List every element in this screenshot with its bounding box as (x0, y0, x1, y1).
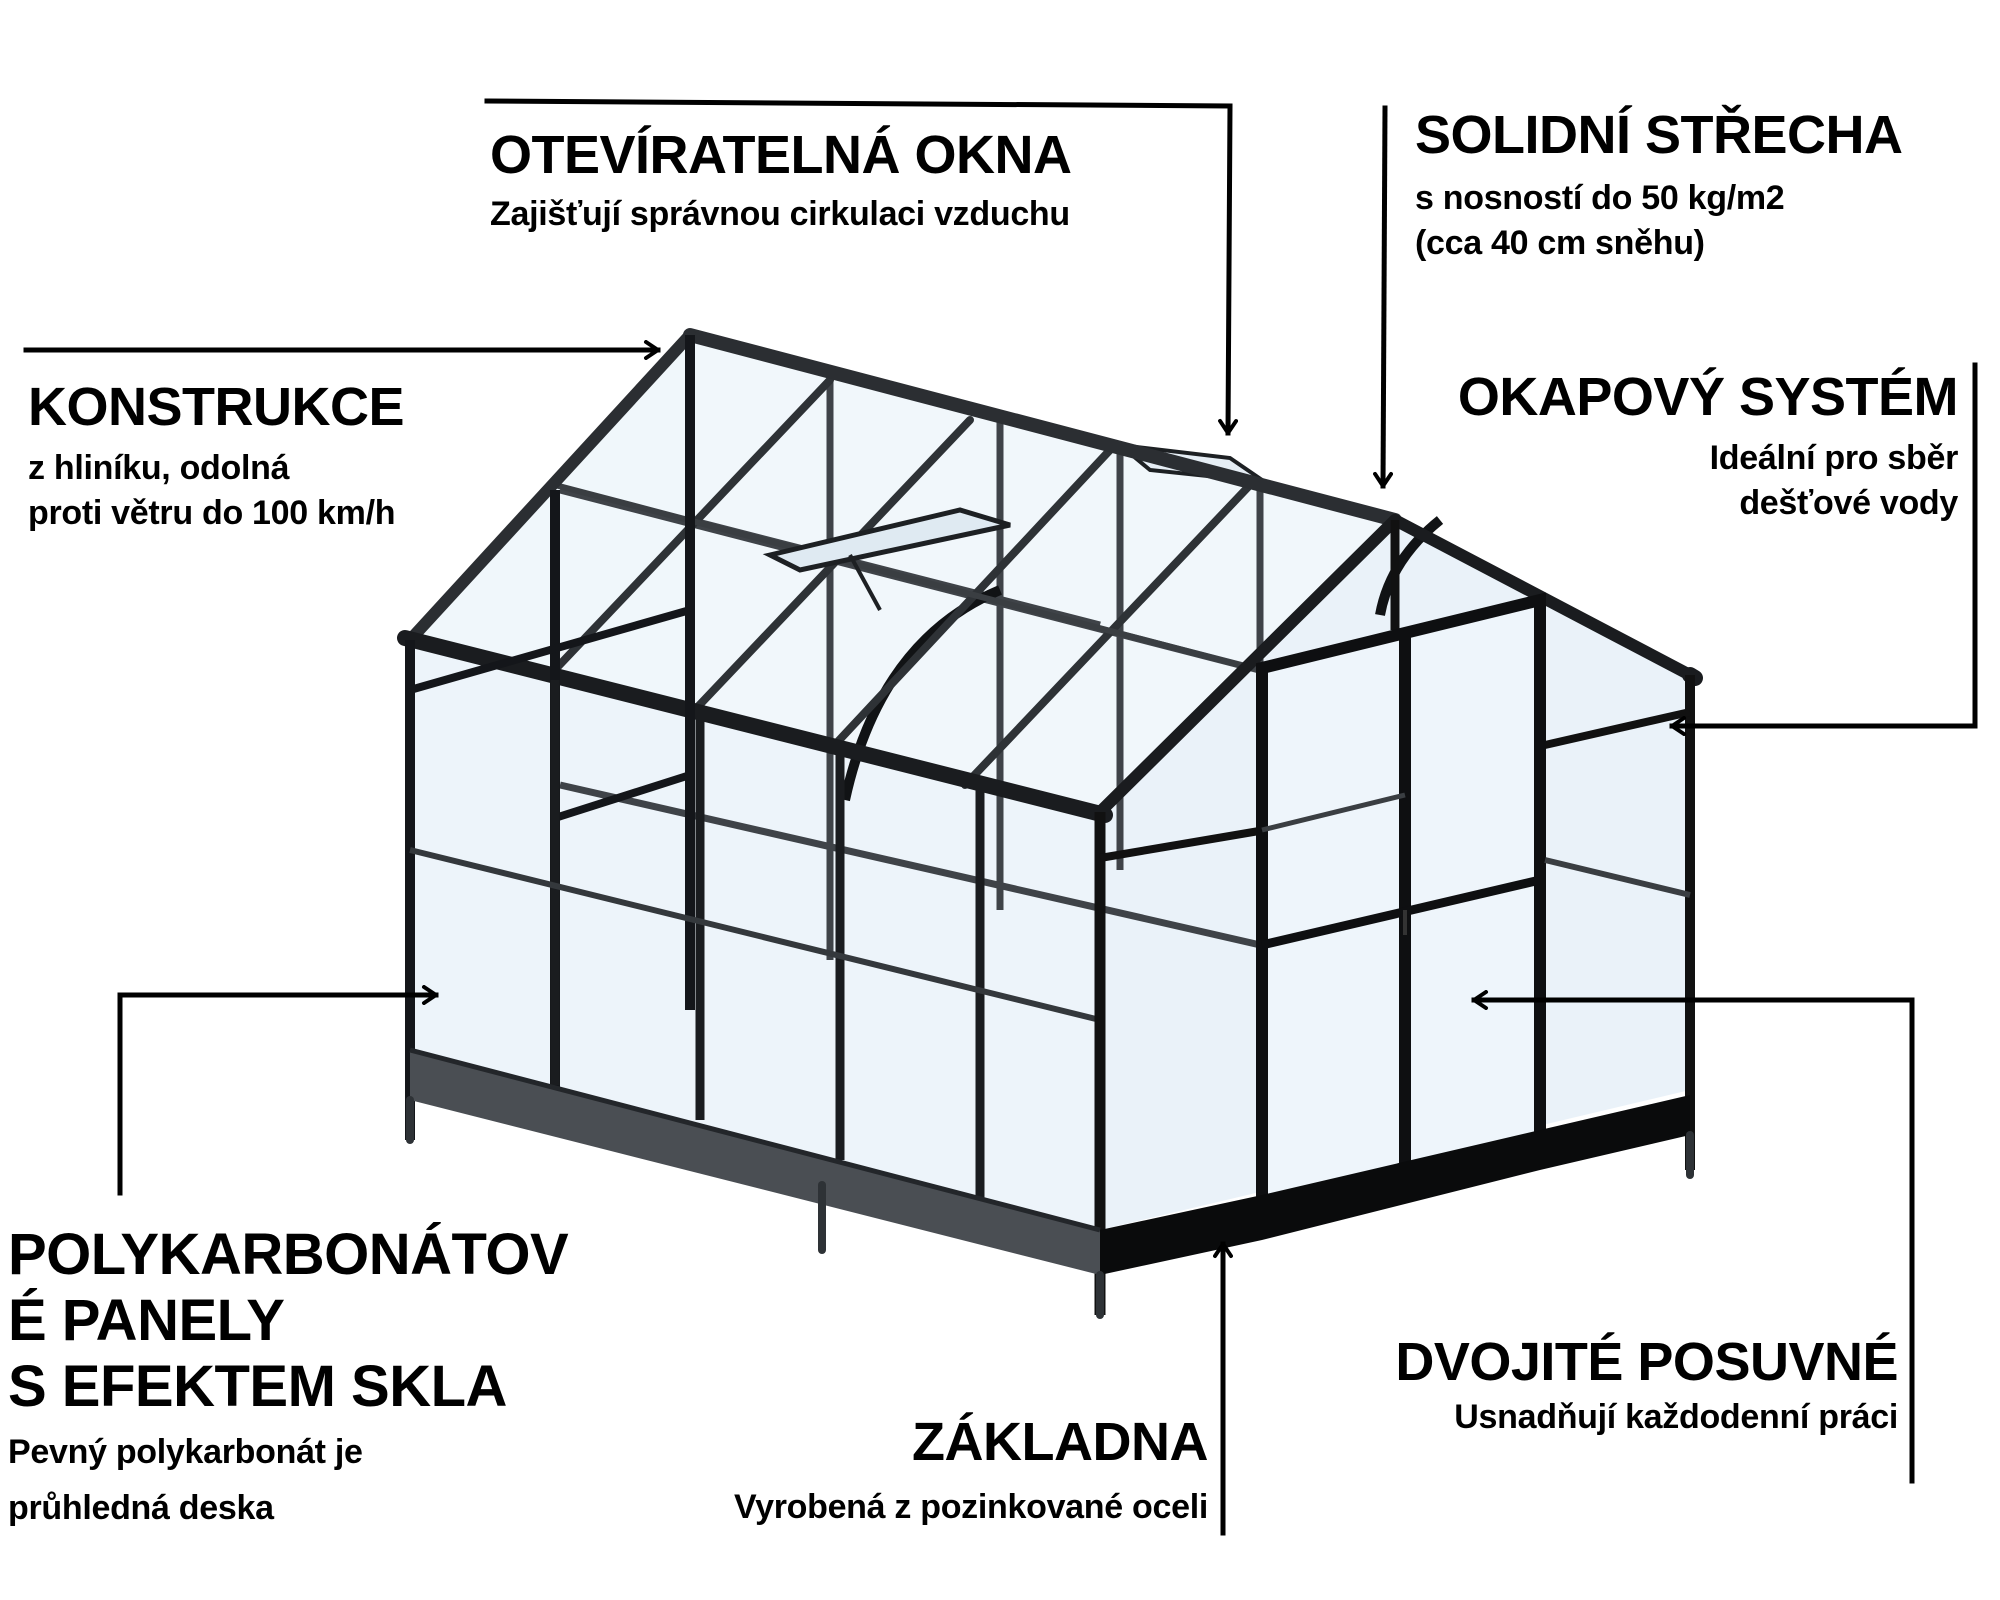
ground-anchors (406, 1096, 1694, 1319)
callout-gutter-desc-2: dešťové vody (1739, 483, 1958, 522)
leader-windows (484, 98, 1239, 436)
callout-doors-title: DVOJITÉ POSUVNÉ (1395, 1332, 1898, 1392)
callout-gutter-desc-1: Ideální pro sběr (1709, 439, 1959, 477)
callout-roof: SOLIDNÍ STŘECHA s nosností do 50 kg/m2 (… (1415, 108, 1903, 266)
gutter-front (397, 630, 1113, 823)
leader-doors (1471, 990, 1915, 1484)
callout-construction-title: KONSTRUKCE (28, 377, 405, 437)
callout-panels-desc-2: průhledná deska (8, 1489, 274, 1527)
callout-panels-title-1: POLYKARBONÁTOV (8, 1222, 569, 1287)
callout-base: ZÁKLADNA Vyrobená z pozinkované oceli (733, 1412, 1209, 1530)
greenhouse-illustration (397, 328, 1703, 1319)
leader-gutter (1669, 362, 1978, 736)
leader-panels (117, 985, 439, 1196)
right-gable-rafter-front (1094, 514, 1401, 818)
front-wall-frame (409, 680, 1101, 1200)
callout-base-desc: Vyrobená z pozinkované oceli (733, 1488, 1208, 1526)
left-gable-rafter (404, 329, 696, 646)
callout-construction-desc-1: z hliníku, odolná (28, 449, 290, 487)
callout-panels-title-2: É PANELY (8, 1288, 285, 1353)
callout-windows-desc: Zajišťují správnou cirkulaci vzduchu (490, 195, 1070, 233)
callout-roof-desc-2: (cca 40 cm sněhu) (1415, 223, 1705, 262)
callout-panels-desc-1: Pevný polykarbonát je (8, 1433, 363, 1471)
callout-doors: DVOJITÉ POSUVNÉ Usnadňují každodenní prá… (1395, 1335, 1898, 1440)
callout-gutter: OKAPOVÝ SYSTÉM Ideální pro sběr dešťové … (1457, 367, 1959, 526)
callout-construction-desc-2: proti větru do 100 km/h (28, 493, 396, 532)
callout-base-title: ZÁKLADNA (912, 1412, 1208, 1472)
callout-windows: OTEVÍRATELNÁ OKNA Zajišťují správnou cir… (490, 128, 1072, 237)
galvanized-base (409, 1047, 1690, 1275)
callout-windows-title: OTEVÍRATELNÁ OKNA (490, 125, 1072, 185)
callout-gutter-title: OKAPOVÝ SYSTÉM (1457, 367, 1959, 427)
callout-panels-title-3: S EFEKTEM SKLA (8, 1354, 507, 1419)
leader-roof (1373, 105, 1394, 489)
callout-roof-title: SOLIDNÍ STŘECHA (1415, 105, 1903, 165)
roof-purlin (554, 482, 1241, 668)
roof-ridge (683, 328, 1402, 527)
callout-roof-desc-1: s nosností do 50 kg/m2 (1415, 179, 1785, 217)
callout-construction: KONSTRUKCE z hliníku, odolná proti větru… (28, 377, 405, 536)
callout-doors-desc: Usnadňují každodenní práci (1454, 1398, 1898, 1436)
callout-panels: POLYKARBONÁTOV É PANELY S EFEKTEM SKLA P… (8, 1222, 569, 1536)
